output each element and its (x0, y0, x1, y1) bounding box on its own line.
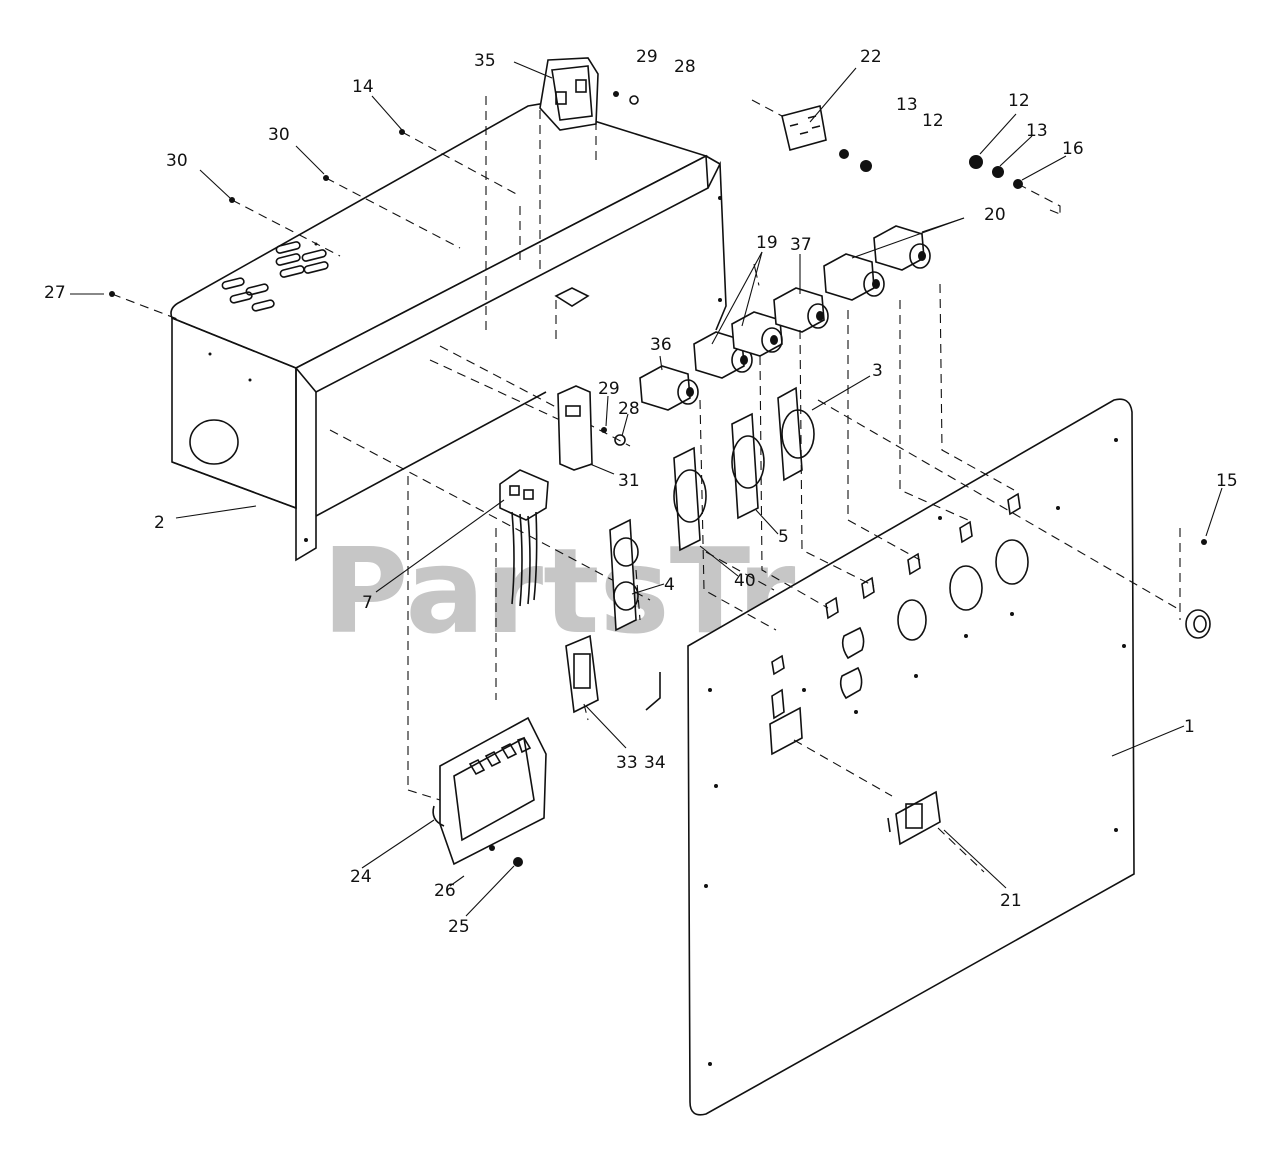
callout-13-left: 13 (896, 95, 918, 115)
part-31-bracket (557, 385, 626, 471)
callout-3: 3 (872, 361, 883, 381)
callout-14: 14 (352, 77, 374, 97)
callout-16: 16 (1062, 139, 1084, 159)
callout-20: 20 (984, 205, 1006, 225)
callout-26: 26 (434, 881, 456, 901)
receptacle-plugs (639, 225, 931, 411)
part-24-cover (407, 716, 547, 867)
callout-30-right: 30 (268, 125, 290, 145)
callout-15: 15 (1216, 471, 1238, 491)
callout-2: 2 (154, 513, 165, 533)
callout-labels: 35 29 28 22 13 12 12 13 16 14 30 30 27 2… (44, 47, 1238, 937)
callout-21: 21 (1000, 891, 1022, 911)
callout-22: 22 (860, 47, 882, 67)
outlet-plates (609, 386, 815, 632)
part-2-housing (170, 103, 727, 562)
callout-24: 24 (350, 867, 372, 887)
leader-lines (70, 61, 1223, 917)
callout-37: 37 (790, 235, 812, 255)
callout-33: 33 (616, 753, 638, 773)
callout-29-mid: 29 (598, 379, 620, 399)
callout-4: 4 (664, 575, 675, 595)
callout-19: 19 (756, 233, 778, 253)
part-33-switch (565, 634, 661, 714)
callout-13-right: 13 (1026, 121, 1048, 141)
callout-30-left: 30 (166, 151, 188, 171)
callout-34: 34 (644, 753, 666, 773)
housing-hidden-lines (329, 96, 651, 790)
part-35-bracket (539, 57, 599, 131)
part-22-terminal-block (751, 99, 827, 151)
assembly-lines (583, 209, 1181, 873)
callout-29-top: 29 (636, 47, 658, 67)
callout-7: 7 (362, 593, 373, 613)
part-1-front-panel (687, 398, 1135, 1116)
callout-5: 5 (778, 527, 789, 547)
callout-31: 31 (618, 471, 640, 491)
part-15-grommet (1179, 528, 1211, 639)
callout-27: 27 (44, 283, 66, 303)
callout-28-mid: 28 (618, 399, 640, 419)
callout-40: 40 (734, 571, 756, 591)
callout-12-left: 12 (922, 111, 944, 131)
hardware-top-right (109, 91, 1061, 321)
callout-25: 25 (448, 917, 470, 937)
part-7-harness (499, 469, 549, 607)
callout-1: 1 (1184, 717, 1195, 737)
callout-36: 36 (650, 335, 672, 355)
callout-35: 35 (474, 51, 496, 71)
callout-28-top: 28 (674, 57, 696, 77)
callout-12-right: 12 (1008, 91, 1030, 111)
